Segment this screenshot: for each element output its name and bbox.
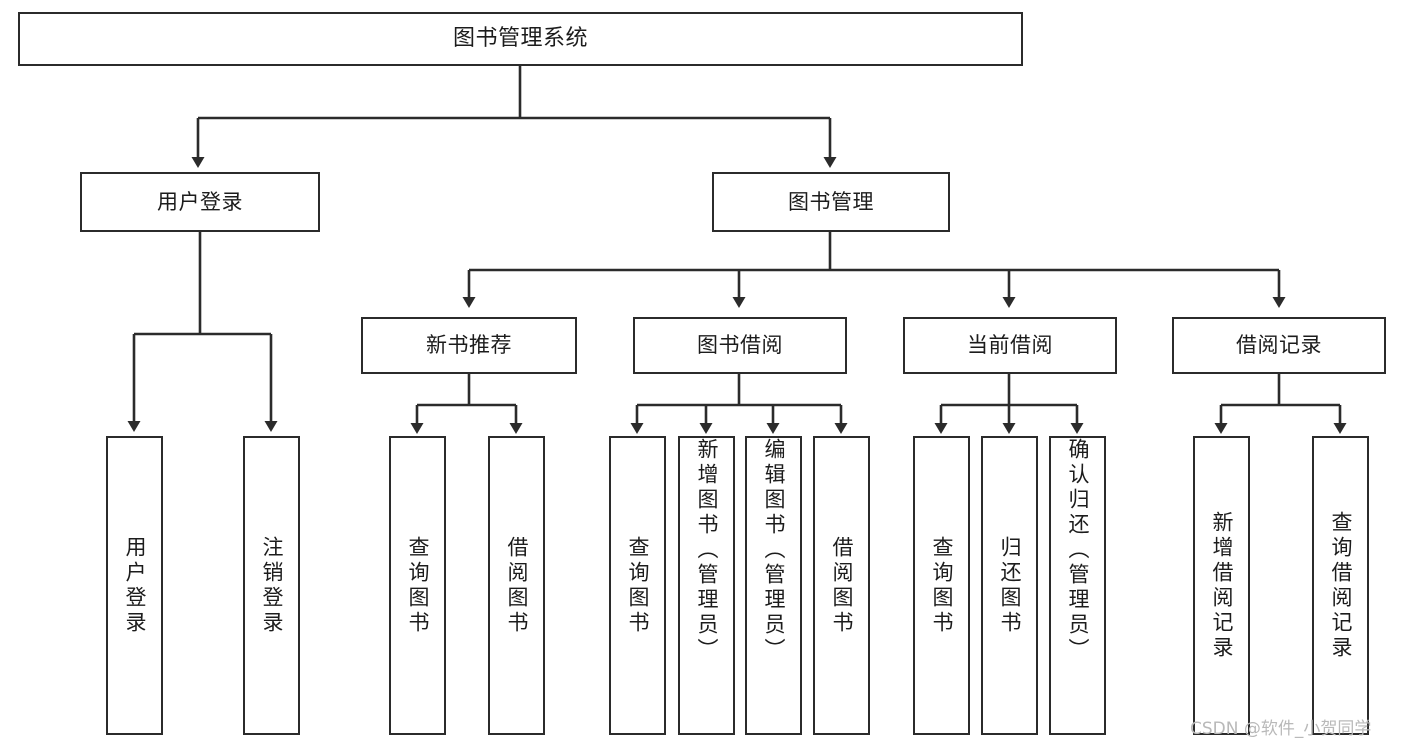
node-borrow-record-label: 借阅记录: [1236, 333, 1322, 358]
node-leaf-query-book-b[interactable]: 查询图书: [609, 436, 666, 735]
node-root-label: 图书管理系统: [452, 26, 588, 52]
node-leaf-query-book-c-label: 查询图书: [930, 535, 954, 636]
csdn-watermark: CSDN @软件_小贺同学: [1190, 719, 1372, 739]
node-leaf-add-book-admin[interactable]: 新增图书（管理员）: [678, 436, 735, 735]
node-leaf-add-borrow-record-label: 新增借阅记录: [1210, 510, 1234, 661]
node-current-borrow-label: 当前借阅: [967, 333, 1053, 358]
node-leaf-add-book-admin-label: 新增图书（管理员）: [695, 438, 719, 663]
node-leaf-query-book-b-label: 查询图书: [626, 535, 650, 636]
node-leaf-user-login[interactable]: 用户登录: [106, 436, 163, 735]
node-leaf-query-book-c[interactable]: 查询图书: [913, 436, 970, 735]
node-leaf-confirm-return-admin-label: 确认归还（管理员）: [1066, 438, 1090, 663]
node-leaf-return-book[interactable]: 归还图书: [981, 436, 1038, 735]
node-leaf-query-book-a-label: 查询图书: [406, 535, 430, 636]
node-leaf-logout-label: 注销登录: [260, 535, 284, 636]
node-borrow-record[interactable]: 借阅记录: [1172, 317, 1386, 374]
node-book-borrow[interactable]: 图书借阅: [633, 317, 847, 374]
node-leaf-user-login-label: 用户登录: [123, 535, 147, 636]
node-user-login-label: 用户登录: [157, 189, 243, 214]
node-leaf-query-borrow-record[interactable]: 查询借阅记录: [1312, 436, 1369, 735]
node-book-borrow-label: 图书借阅: [697, 333, 783, 358]
node-current-borrow[interactable]: 当前借阅: [903, 317, 1117, 374]
node-leaf-return-book-label: 归还图书: [998, 535, 1022, 636]
node-leaf-logout[interactable]: 注销登录: [243, 436, 300, 735]
node-user-login[interactable]: 用户登录: [80, 172, 320, 232]
node-leaf-borrow-book-b[interactable]: 借阅图书: [813, 436, 870, 735]
node-leaf-confirm-return-admin[interactable]: 确认归还（管理员）: [1049, 436, 1106, 735]
node-new-book-recommend-label: 新书推荐: [426, 333, 512, 358]
node-leaf-edit-book-admin-label: 编辑图书（管理员）: [762, 438, 786, 663]
node-leaf-query-book-a[interactable]: 查询图书: [389, 436, 446, 735]
node-root[interactable]: 图书管理系统: [18, 12, 1023, 66]
node-book-manage[interactable]: 图书管理: [712, 172, 950, 232]
node-leaf-edit-book-admin[interactable]: 编辑图书（管理员）: [745, 436, 802, 735]
node-leaf-borrow-book-b-label: 借阅图书: [830, 535, 854, 636]
node-leaf-add-borrow-record[interactable]: 新增借阅记录: [1193, 436, 1250, 735]
node-leaf-borrow-book-a-label: 借阅图书: [505, 535, 529, 636]
node-new-book-recommend[interactable]: 新书推荐: [361, 317, 577, 374]
node-leaf-query-borrow-record-label: 查询借阅记录: [1329, 510, 1353, 661]
node-book-manage-label: 图书管理: [788, 189, 874, 214]
node-leaf-borrow-book-a[interactable]: 借阅图书: [488, 436, 545, 735]
